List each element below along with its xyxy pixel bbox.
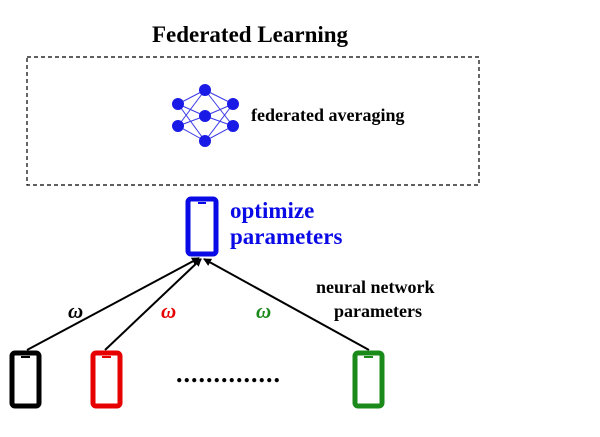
client-ellipsis: .............. bbox=[176, 359, 281, 388]
neural-network-icon bbox=[172, 84, 239, 147]
diagram-title: Federated Learning bbox=[152, 22, 349, 47]
annotation-line2: parameters bbox=[334, 301, 422, 321]
central-device-label-line2: parameters bbox=[230, 224, 342, 249]
server-box: federated averaging bbox=[26, 56, 480, 186]
smartphone-icon bbox=[9, 350, 42, 409]
client-device-1 bbox=[9, 350, 42, 409]
omega-label-2: ω bbox=[161, 299, 176, 323]
smartphone-icon bbox=[185, 196, 219, 257]
arrows bbox=[26, 257, 370, 351]
omega-label-3: ω bbox=[256, 299, 271, 323]
server-label: federated averaging bbox=[251, 105, 404, 125]
client-device-3 bbox=[352, 350, 385, 409]
arrow-client-3 bbox=[203, 258, 370, 351]
client-device-2 bbox=[90, 350, 123, 409]
smartphone-icon bbox=[352, 350, 385, 409]
central-device: optimize parameters bbox=[185, 196, 342, 257]
omega-label-1: ω bbox=[68, 299, 83, 323]
server-box-border bbox=[26, 56, 480, 186]
arrow-client-1 bbox=[26, 257, 200, 351]
smartphone-icon bbox=[90, 350, 123, 409]
central-device-label-line1: optimize bbox=[230, 198, 314, 223]
arrow-client-2 bbox=[104, 258, 202, 351]
annotation-line1: neural network bbox=[316, 277, 435, 297]
